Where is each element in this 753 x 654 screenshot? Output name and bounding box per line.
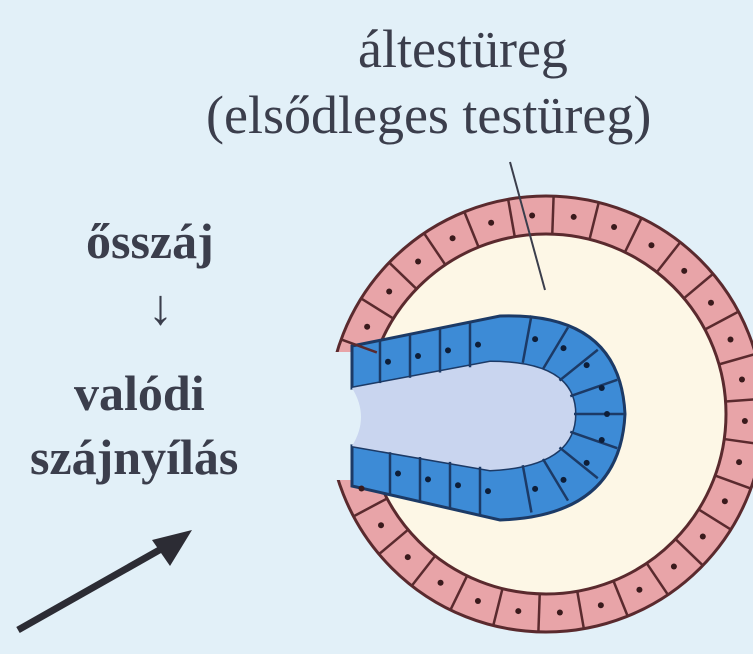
endoderm-nucleus [485,488,491,494]
ectoderm-nucleus [571,214,577,220]
endoderm-nucleus [561,477,567,483]
true-mouth-label-line2: szájnyílás [30,428,238,486]
blastopore-label: ősszáj [86,212,214,270]
endoderm-nucleus [445,347,451,353]
ectoderm-nucleus [438,580,444,586]
cavity-label-subtitle: (elsődleges testüreg) [206,84,651,146]
endoderm-nucleus [395,470,401,476]
ectoderm-nucleus [671,563,677,569]
ectoderm-cell-wall [538,594,539,632]
endoderm-nucleus [415,353,421,359]
ectoderm-nucleus [611,224,617,230]
ectoderm-nucleus [529,212,535,218]
endoderm-nucleus [455,482,461,488]
diagonal-arrow-icon [18,530,192,630]
endoderm-nucleus [425,476,431,482]
ectoderm-nucleus [739,376,745,382]
endoderm-nucleus [584,460,590,466]
ectoderm-nucleus [736,459,742,465]
ectoderm-nucleus [378,522,384,528]
ectoderm-nucleus [450,235,456,241]
endoderm-nucleus [604,411,610,417]
ectoderm-nucleus [358,486,364,492]
endoderm-nucleus [475,342,481,348]
endoderm-nucleus [532,336,538,342]
endoderm-nucleus [599,385,605,391]
ectoderm-nucleus [557,610,563,616]
endoderm-nucleus [561,345,567,351]
ectoderm-nucleus [364,324,370,330]
ectoderm-nucleus [708,300,714,306]
endoderm-nucleus [385,359,391,365]
ectoderm-nucleus [728,336,734,342]
ectoderm-nucleus [700,534,706,540]
ectoderm-nucleus [742,418,748,424]
ectoderm-nucleus [636,587,642,593]
ectoderm-nucleus [488,220,494,226]
ectoderm-nucleus [405,554,411,560]
ectoderm-nucleus [648,242,654,248]
ectoderm-nucleus [386,288,392,294]
ectoderm-nucleus [722,498,728,504]
cavity-label-title: áltestüreg [358,18,568,80]
ectoderm-nucleus [475,598,481,604]
true-mouth-label-line1: valódi [74,364,205,422]
ectoderm-nucleus [598,602,604,608]
endoderm-nucleus [584,362,590,368]
ectoderm-nucleus [515,608,521,614]
ectoderm-cell-wall [552,196,553,234]
ectoderm-nucleus [681,268,687,274]
endoderm-nucleus [599,437,605,443]
ectoderm-nucleus [415,259,421,265]
down-arrow-icon: ↓ [148,278,173,336]
endoderm-nucleus [532,486,538,492]
